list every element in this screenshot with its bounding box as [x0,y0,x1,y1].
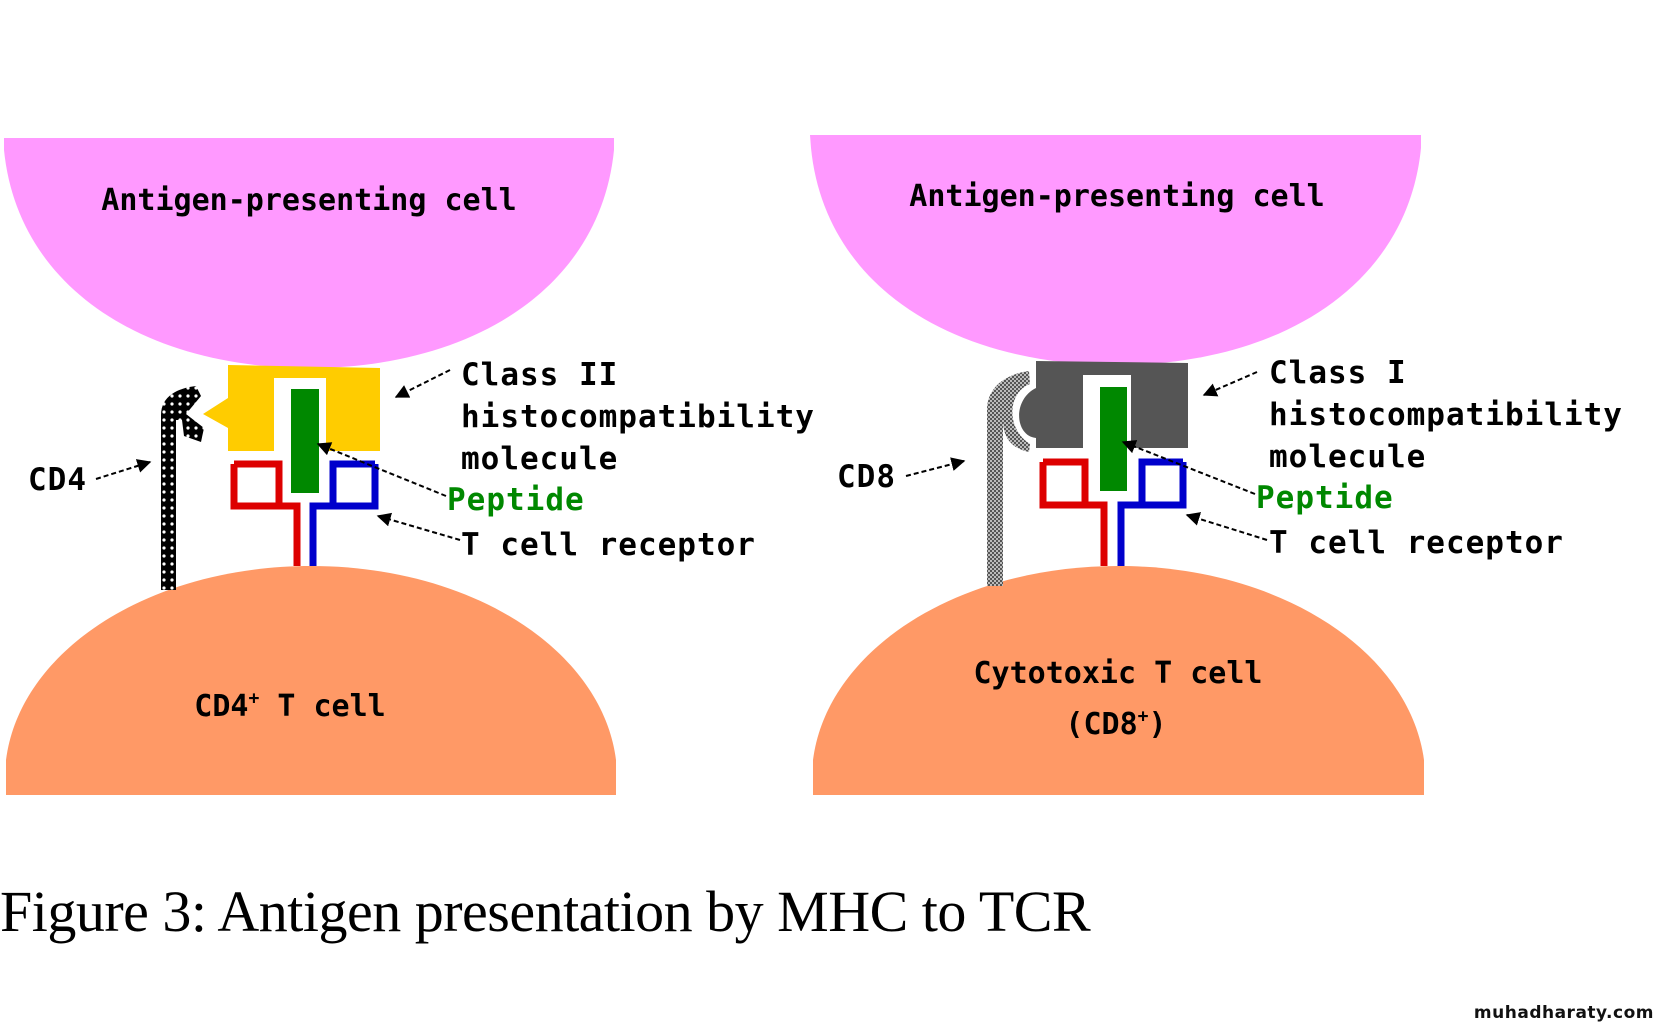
mhc-label-line1-left: Class II [461,357,618,393]
figure-caption: Figure 3: Antigen presentation by MHC to… [0,879,1091,944]
peptide-label-left: Peptide [447,482,585,518]
right-panel: Antigen-presenting cell Cytotoxic T cell… [810,135,1623,795]
apc-label-right: Antigen-presenting cell [909,179,1324,214]
mhc-label-line1-right: Class I [1269,355,1407,391]
t-cell-label-right-line1: Cytotoxic T cell [974,656,1263,691]
tcr-label-left: T cell receptor [461,527,756,563]
t-cell-left [6,566,616,795]
peptide-left [291,389,319,493]
mhc-label-line2-right: histocompatibility [1269,397,1623,433]
apc-label-left: Antigen-presenting cell [101,183,516,218]
t-cell-label-left: CD4+ T cell [194,688,385,724]
peptide-label-right: Peptide [1256,480,1394,516]
apc-cell-left [4,138,614,368]
peptide-right [1100,387,1127,491]
tcr-right [1039,458,1187,566]
mhc-label-line2-left: histocompatibility [461,399,815,435]
t-cell-label-right-line2: (CD8+) [1065,706,1166,742]
tcr-label-right: T cell receptor [1269,525,1564,561]
cd4-coreceptor [161,386,204,590]
t-cell-right [813,566,1424,795]
left-panel: Antigen-presenting cell CD4+ T cell Clas… [4,138,815,795]
apc-cell-right [810,135,1421,365]
mhc-label-line3-right: molecule [1269,439,1426,475]
mhc-label-line3-left: molecule [461,441,618,477]
watermark: muhadharaty.com [1473,1003,1654,1023]
cd8-label: CD8 [837,459,896,495]
tcr-left [230,460,379,566]
cd4-label: CD4 [28,462,87,498]
cd8-coreceptor [987,371,1030,586]
